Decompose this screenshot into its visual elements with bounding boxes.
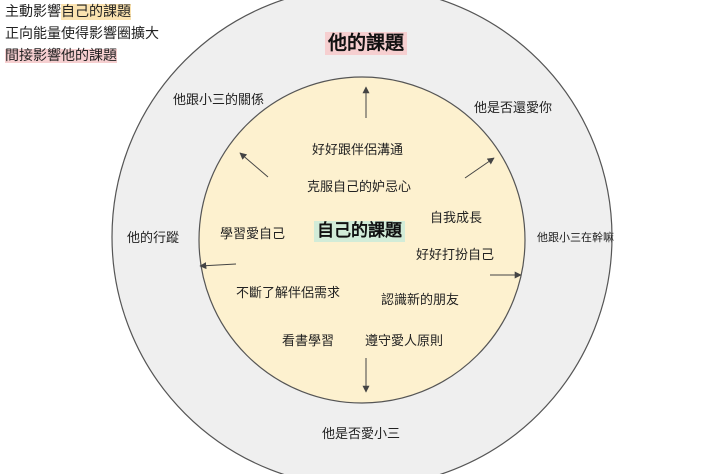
outer-item-bottom: 他是否愛小三 <box>322 427 401 442</box>
outer-item-top-right: 他是否還愛你 <box>474 101 553 116</box>
outer-item-top-left: 他跟小三的關係 <box>173 93 265 108</box>
legend-line-1: 主動影響自己的課題 <box>5 4 131 20</box>
inner-item-communicate: 好好跟伴侶溝通 <box>312 143 404 158</box>
outer-item-right: 他跟小三在幹嘛 <box>537 231 614 244</box>
outer-title: 他的課題 <box>325 32 408 55</box>
legend-line-1-highlight: 自己的課題 <box>61 4 131 20</box>
inner-item-growth: 自我成長 <box>430 211 483 226</box>
outer-item-left: 他的行蹤 <box>127 231 180 246</box>
inner-item-reading: 看書學習 <box>282 334 335 349</box>
inner-item-jealousy: 克服自己的妒忌心 <box>307 180 412 195</box>
arrow-left <box>199 262 237 270</box>
legend-line-1-prefix: 主動影響 <box>5 4 61 20</box>
inner-item-new-friends: 認識新的朋友 <box>381 293 460 308</box>
inner-item-love-principles: 遵守愛人原則 <box>365 334 444 349</box>
inner-item-self-love: 學習愛自己 <box>220 227 286 242</box>
inner-item-dress-up: 好好打扮自己 <box>416 248 495 263</box>
legend-line-2: 正向能量使得影響圈擴大 <box>5 26 159 42</box>
inner-item-partner-needs: 不斷了解伴侶需求 <box>236 286 341 301</box>
arrow-up-right <box>464 157 495 179</box>
arrow-up-left <box>239 152 269 178</box>
inner-title: 自己的課題 <box>314 221 405 242</box>
legend-line-3: 間接影響他的課題 <box>5 48 117 64</box>
